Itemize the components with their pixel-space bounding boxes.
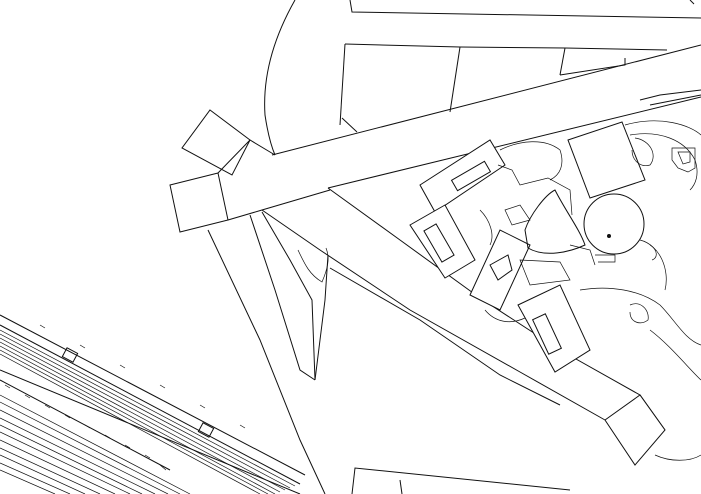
circular-pavilion [579, 120, 701, 461]
building-top [349, 0, 701, 19]
parcel-lines [264, 0, 701, 156]
diagonal-road [261, 187, 666, 466]
railway-tracks [0, 314, 306, 494]
building-bottom [351, 467, 571, 494]
plaza-complex [409, 121, 646, 373]
access-lanes [207, 211, 329, 494]
main-road [169, 44, 701, 233]
